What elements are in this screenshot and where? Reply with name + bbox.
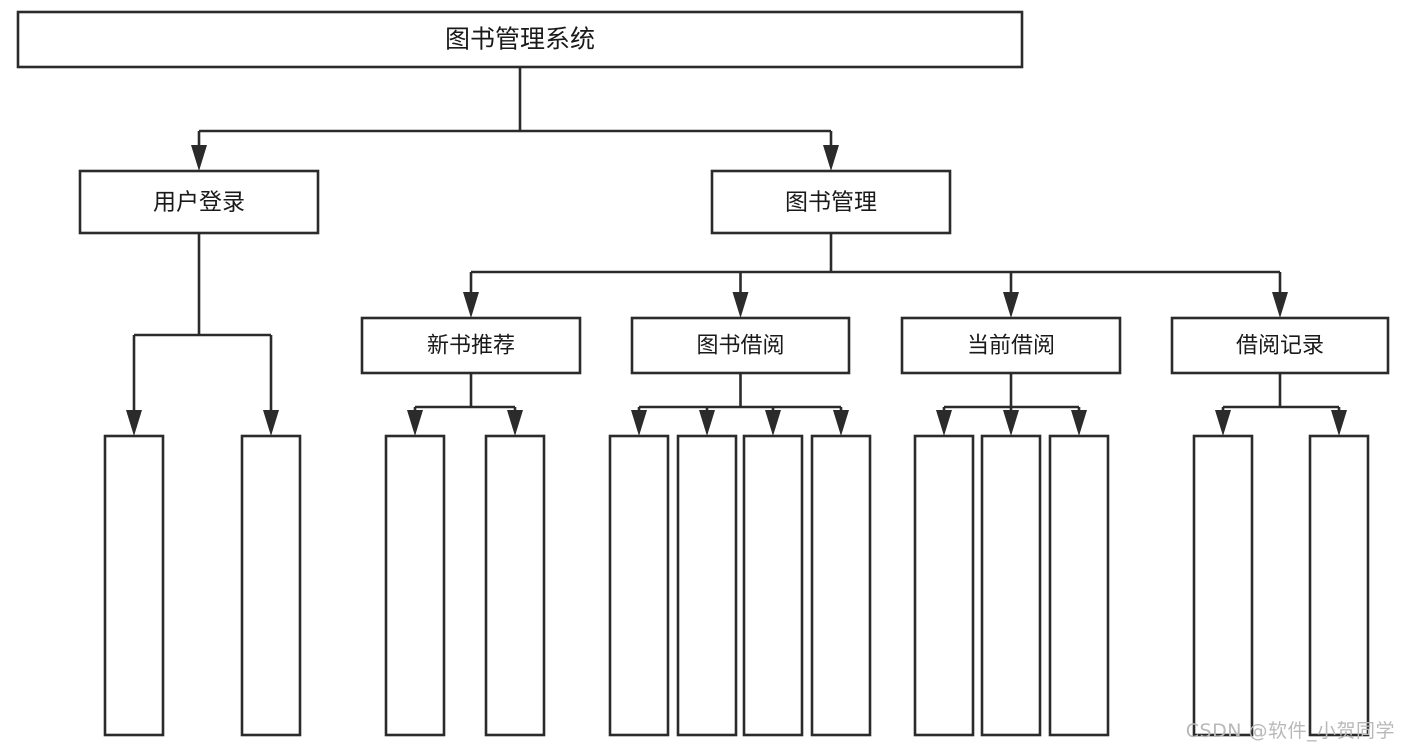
arrow-head-icon xyxy=(765,410,781,436)
arrow-head-icon xyxy=(823,145,839,171)
arrow-head-icon xyxy=(936,410,952,436)
node-l-logout[interactable] xyxy=(240,434,302,737)
node-box-l-confirm[interactable] xyxy=(1048,434,1110,737)
node-l-b1[interactable] xyxy=(484,434,546,737)
connector-group-root xyxy=(191,67,839,171)
node-l-confirm[interactable] xyxy=(1048,434,1110,737)
arrow-head-icon xyxy=(1071,410,1087,436)
arrow-head-icon xyxy=(833,410,849,436)
connector-group-newrec xyxy=(407,373,523,436)
node-bookmgmt[interactable]: 图书管理 xyxy=(710,169,952,235)
node-box-borrow[interactable] xyxy=(630,316,851,375)
node-box-l-b2[interactable] xyxy=(810,434,872,737)
arrow-head-icon xyxy=(631,410,647,436)
node-l-b2[interactable] xyxy=(810,434,872,737)
node-box-l-b1[interactable] xyxy=(484,434,546,737)
node-borrow[interactable]: 图书借阅 xyxy=(630,316,851,375)
node-box-records[interactable] xyxy=(1170,316,1390,375)
node-label-root: 图书管理系统 xyxy=(445,25,595,54)
node-l-q2[interactable] xyxy=(608,434,670,737)
node-box-l-q1[interactable] xyxy=(384,434,446,737)
node-label-newrec: 新书推荐 xyxy=(427,334,515,359)
connector-group-login xyxy=(126,233,279,436)
arrow-head-icon xyxy=(699,410,715,436)
node-label-borrow: 图书借阅 xyxy=(696,334,784,359)
arrow-head-icon xyxy=(463,292,479,318)
arrow-head-icon xyxy=(1215,410,1231,436)
node-box-l-ret[interactable] xyxy=(980,434,1042,737)
node-root[interactable]: 图书管理系统 xyxy=(16,10,1024,69)
node-l-q3[interactable] xyxy=(913,434,975,737)
arrow-head-icon xyxy=(1331,410,1347,436)
node-login[interactable]: 用户登录 xyxy=(78,169,320,235)
connector-group-bookmgmt xyxy=(463,233,1288,318)
node-l-qrec[interactable] xyxy=(1308,434,1370,737)
watermark: CSDN @软件_小贺同学 xyxy=(1185,720,1395,742)
node-box-newrec[interactable] xyxy=(360,316,582,375)
connector-group-borrow xyxy=(631,373,849,436)
node-label-login: 用户登录 xyxy=(153,190,245,216)
node-box-current[interactable] xyxy=(900,316,1122,375)
node-box-l-login[interactable] xyxy=(103,434,165,737)
arrow-head-icon xyxy=(1272,292,1288,318)
arrow-head-icon xyxy=(263,410,279,436)
node-label-records: 借阅记录 xyxy=(1236,334,1324,359)
node-label-bookmgmt: 图书管理 xyxy=(785,190,877,216)
node-l-ret[interactable] xyxy=(980,434,1042,737)
node-records[interactable]: 借阅记录 xyxy=(1170,316,1390,375)
connector-group-current xyxy=(936,373,1087,436)
node-box-l-q2[interactable] xyxy=(608,434,670,737)
arrow-head-icon xyxy=(1003,410,1019,436)
connector-layer xyxy=(126,67,1347,436)
connector-group-records xyxy=(1215,373,1347,436)
node-box-l-edit[interactable] xyxy=(742,434,804,737)
node-box-login[interactable] xyxy=(78,169,320,235)
node-box-l-qrec[interactable] xyxy=(1308,434,1370,737)
node-l-edit[interactable] xyxy=(742,434,804,737)
node-box-bookmgmt[interactable] xyxy=(710,169,952,235)
arrow-head-icon xyxy=(507,410,523,436)
node-l-q1[interactable] xyxy=(384,434,446,737)
arrow-head-icon xyxy=(1003,292,1019,318)
arrow-head-icon xyxy=(407,410,423,436)
arrow-head-icon xyxy=(732,292,749,318)
node-box-l-add[interactable] xyxy=(676,434,738,737)
node-l-add[interactable] xyxy=(676,434,738,737)
node-box-l-q3[interactable] xyxy=(913,434,975,737)
arrow-head-icon xyxy=(126,410,142,436)
node-box-l-logout[interactable] xyxy=(240,434,302,737)
node-label-current: 当前借阅 xyxy=(967,334,1055,359)
node-l-login[interactable] xyxy=(103,434,165,737)
node-l-addrec[interactable] xyxy=(1192,434,1254,737)
node-current[interactable]: 当前借阅 xyxy=(900,316,1122,375)
node-box-root[interactable] xyxy=(16,10,1024,69)
arrow-head-icon xyxy=(191,145,207,171)
node-newrec[interactable]: 新书推荐 xyxy=(360,316,582,375)
node-box-l-addrec[interactable] xyxy=(1192,434,1254,737)
